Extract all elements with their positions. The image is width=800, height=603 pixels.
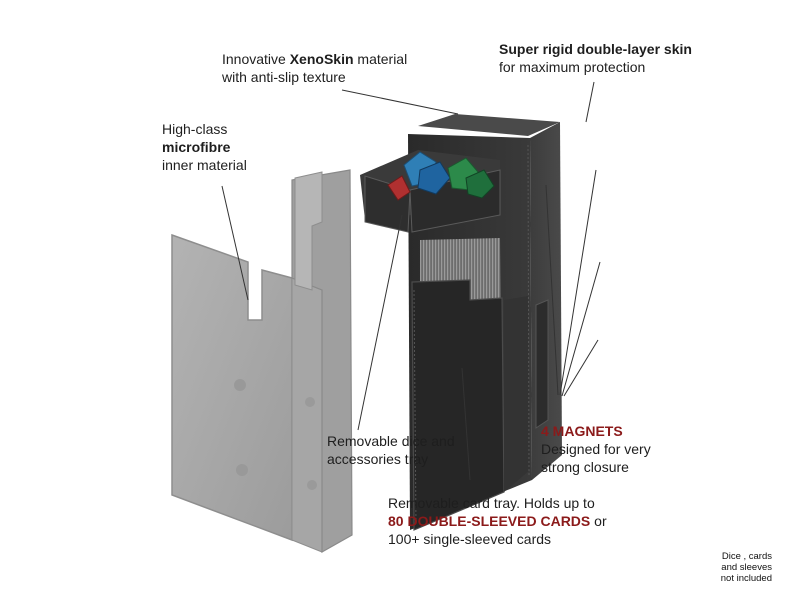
microfibre-callout: High-class microfibre inner material <box>162 120 247 174</box>
disclaimer-line3: not included <box>720 573 772 584</box>
dice-tray-line1: Removable dice and <box>327 433 455 449</box>
dice-tray <box>360 150 501 233</box>
xenoskin-callout: Innovative XenoSkin material with anti-s… <box>222 50 407 86</box>
callout-lines <box>221 81 601 481</box>
microfibre-line2: microfibre <box>162 139 231 155</box>
microfibre-line3: inner material <box>162 157 247 173</box>
magnets-line1: 4 MAGNETS <box>541 423 623 439</box>
disclaimer-note: Dice , cards and sleeves not included <box>721 551 772 584</box>
disclaimer-line2: and sleeves <box>721 562 772 573</box>
dice-tray-callout: Removable dice and accessories tray <box>327 432 455 468</box>
xenoskin-bold: XenoSkin <box>289 51 354 67</box>
magnets-callout: 4 MAGNETS Designed for very strong closu… <box>541 422 651 476</box>
magnets-line2: Designed for very <box>541 441 651 457</box>
card-tray-callout: Removable card tray. Holds up to 80 DOUB… <box>388 494 607 548</box>
card-tray-capacity: 80 DOUBLE-SLEEVED CARDS <box>388 513 591 529</box>
xenoskin-line2: with anti-slip texture <box>222 69 346 85</box>
rigid-line1: Super rigid double-layer skin <box>499 41 692 57</box>
microfibre-line1: High-class <box>162 121 228 137</box>
card-tray-line3: 100+ single-sleeved cards <box>388 531 552 547</box>
dice-tray-line2: accessories tray <box>327 451 429 467</box>
box-body <box>408 114 562 531</box>
magnets-line3: strong closure <box>541 459 629 475</box>
card-tray-line1: Removable card tray. Holds up to <box>388 495 595 511</box>
rigid-line2: for maximum protection <box>499 59 646 75</box>
rigid-callout: Super rigid double-layer skin for maximu… <box>499 40 692 76</box>
open-lid <box>171 169 353 554</box>
xenoskin-pre: Innovative <box>222 51 290 67</box>
xenoskin-post: material <box>353 51 408 67</box>
card-tray-line2-post: or <box>590 513 607 529</box>
disclaimer-line1: Dice , cards <box>721 551 772 562</box>
